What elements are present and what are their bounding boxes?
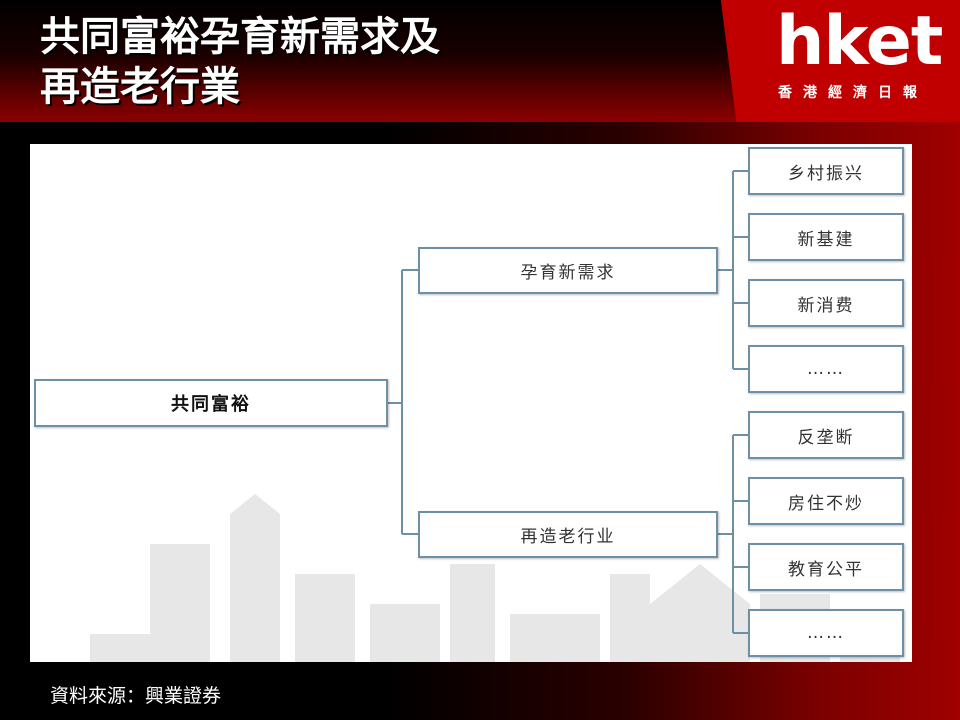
diagram-panel: 共同富裕 孕育新需求 再造老行业 乡村振兴 新基建 新消费 …… 反垄断 房住不… <box>30 144 912 662</box>
node-b1-child-2: 新基建 <box>748 213 904 261</box>
node-b1-child-1: 乡村振兴 <box>748 147 904 195</box>
hket-logo: hket <box>776 2 943 81</box>
title-line-2: 再造老行業 <box>40 64 240 110</box>
page-title: 共同富裕孕育新需求及 再造老行業 <box>40 12 660 112</box>
node-b1-child-4: …… <box>748 345 904 393</box>
node-b2-child-3: 教育公平 <box>748 543 904 591</box>
logo-block <box>720 0 960 122</box>
node-branch-1: 孕育新需求 <box>418 247 718 294</box>
node-b2-child-4: …… <box>748 609 904 657</box>
node-branch-2: 再造老行业 <box>418 511 718 558</box>
node-b2-child-2: 房住不炒 <box>748 477 904 525</box>
hket-logo-subtitle: 香港經濟日報 <box>778 85 928 101</box>
node-b2-child-1: 反垄断 <box>748 411 904 459</box>
node-b1-child-3: 新消费 <box>748 279 904 327</box>
node-root: 共同富裕 <box>34 379 388 427</box>
title-line-1: 共同富裕孕育新需求及 <box>40 14 440 60</box>
connector-lines <box>388 170 748 634</box>
source-caption: 資料來源：興業證券 <box>50 685 222 707</box>
